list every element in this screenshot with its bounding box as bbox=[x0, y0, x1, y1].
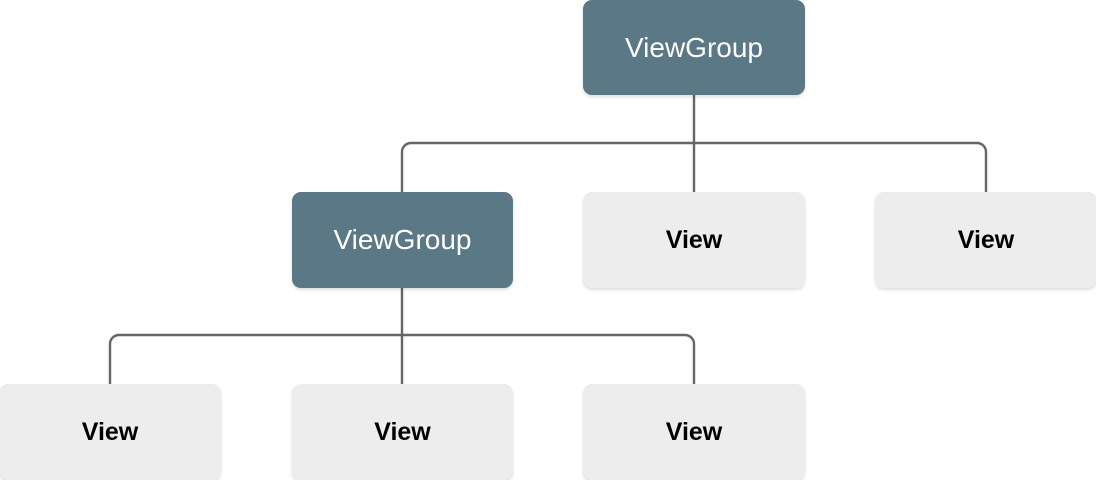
connector-path bbox=[402, 333, 696, 384]
connector-path bbox=[108, 333, 402, 384]
node-label: View bbox=[957, 225, 1015, 254]
node-grandchild-view-3[interactable]: View bbox=[583, 384, 805, 480]
node-child-viewgroup[interactable]: ViewGroup bbox=[292, 192, 513, 288]
node-label: View bbox=[81, 417, 139, 446]
node-label: View bbox=[665, 417, 723, 446]
node-root-viewgroup[interactable]: ViewGroup bbox=[583, 0, 805, 95]
connector-path bbox=[400, 141, 694, 192]
node-grandchild-view-1[interactable]: View bbox=[0, 384, 221, 480]
node-child-view-2[interactable]: View bbox=[875, 192, 1096, 288]
node-label: ViewGroup bbox=[624, 31, 763, 63]
node-label: ViewGroup bbox=[333, 224, 472, 255]
node-child-view-1[interactable]: View bbox=[583, 192, 805, 288]
node-label: View bbox=[665, 225, 723, 254]
node-grandchild-view-2[interactable]: View bbox=[292, 384, 513, 480]
connector-path bbox=[694, 141, 988, 192]
node-label: View bbox=[374, 417, 431, 446]
